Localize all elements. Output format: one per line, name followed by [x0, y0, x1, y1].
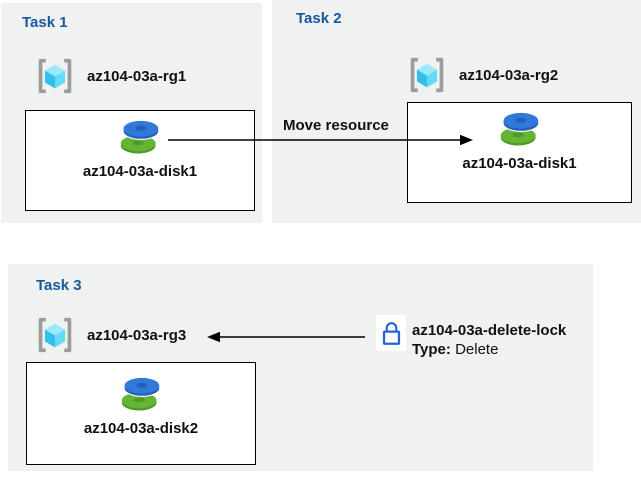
task2-disk-label: az104-03a-disk1 — [462, 155, 577, 172]
task3-resource-box: az104-03a-disk2 — [26, 362, 256, 465]
managed-disk-icon — [500, 112, 540, 146]
task3-resource-group-label: az104-03a-rg3 — [87, 326, 187, 344]
task3-title: Task 3 — [36, 277, 82, 294]
delete-lock-icon — [382, 322, 400, 345]
task2-resource-group: az104-03a-rg2 — [406, 54, 558, 96]
managed-disk-icon — [120, 120, 160, 154]
task1-resource-group-label: az104-03a-rg1 — [87, 67, 187, 85]
resource-group-icon — [38, 58, 72, 94]
task2-resource-group-label: az104-03a-rg2 — [459, 66, 559, 84]
task3-panel: Task 3 az104-03a-rg3 az104-03a-disk — [8, 264, 593, 471]
delete-lock-name: az104-03a-delete-lock — [412, 322, 567, 339]
resource-group-icon — [410, 57, 444, 93]
task3-disk-label: az104-03a-disk2 — [83, 420, 199, 437]
delete-lock-type-value: Delete — [455, 341, 499, 358]
task3-resource-group: az104-03a-rg3 — [34, 314, 186, 356]
task1-title: Task 1 — [22, 14, 68, 31]
task1-disk-label: az104-03a-disk1 — [82, 163, 198, 180]
task2-resource-box: az104-03a-disk1 — [407, 102, 632, 203]
delete-lock-chip — [376, 315, 406, 351]
delete-lock-type: Type: Delete — [412, 340, 566, 359]
task1-resource-group: az104-03a-rg1 — [34, 55, 186, 97]
managed-disk-icon — [121, 377, 161, 411]
task2-panel: Task 2 az104-03a-rg2 az104-03a-disk — [272, 0, 641, 223]
delete-lock-text: az104-03a-delete-lock Type: Delete — [412, 321, 566, 359]
task1-resource-box: az104-03a-disk1 — [25, 110, 255, 211]
resource-group-icon — [38, 317, 72, 353]
task1-panel: Task 1 az104-03a-rg1 az104-03a-disk — [1, 3, 262, 223]
task2-title: Task 2 — [296, 10, 342, 27]
move-resource-label: Move resource — [283, 117, 389, 134]
delete-lock-type-label: Type: — [412, 341, 451, 358]
